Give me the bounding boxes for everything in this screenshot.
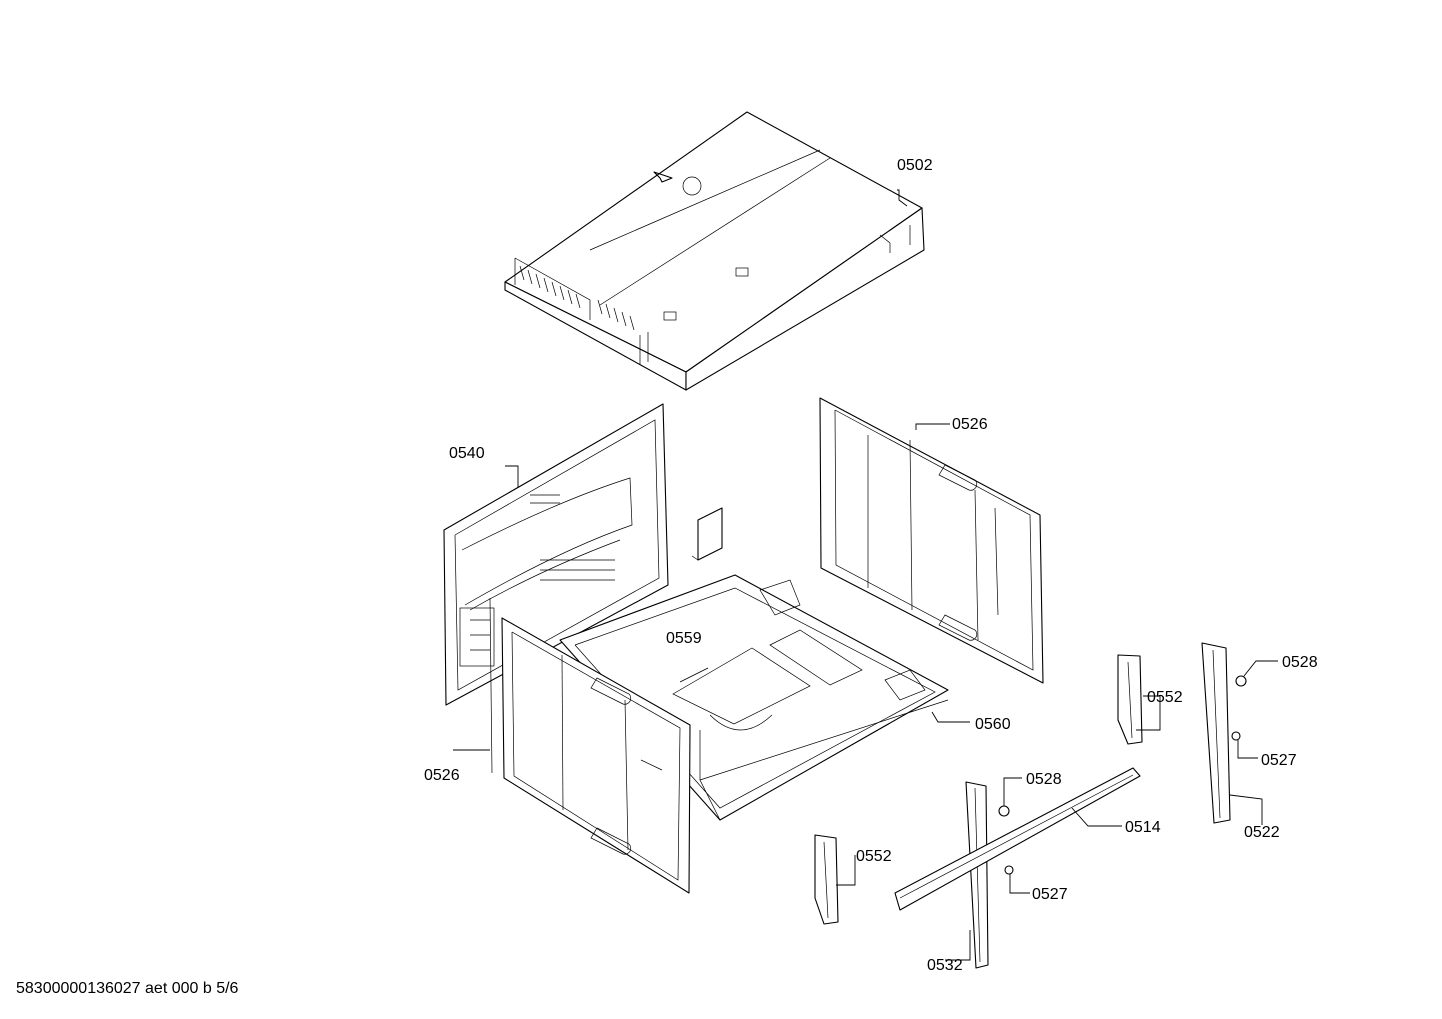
part-side-wall-left [489,597,691,894]
leader-lines [453,189,1278,961]
screw-0527-a [1231,731,1241,741]
label-0527-a: 0527 [1261,752,1297,769]
part-side-wall-right [819,397,1044,684]
label-0502: 0502 [897,157,933,174]
part-small-bracket [691,507,723,561]
label-0552-b: 0552 [856,848,892,865]
part-top-cover [504,111,925,391]
label-0526-left: 0526 [424,767,460,784]
label-0528-a: 0528 [1282,654,1318,671]
vent-slots [519,265,635,331]
part-vertical-rail-front [965,781,989,969]
part-horizontal-rail [894,767,1141,911]
part-hinge-bracket-upper [1117,654,1143,745]
label-0514: 0514 [1125,819,1161,836]
label-0559: 0559 [666,630,702,647]
part-vertical-rail-right [1201,642,1231,824]
label-0540: 0540 [449,445,485,462]
drawing-reference-number: 58300000136027 aet 000 b 5/6 [16,980,239,997]
label-0527-b: 0527 [1032,886,1068,903]
label-0528-b: 0528 [1026,771,1062,788]
label-0532: 0532 [927,957,963,974]
label-0522: 0522 [1244,824,1280,841]
part-hinge-bracket-lower [814,834,839,925]
vent-holes [470,494,615,651]
part-back-wall [443,403,669,706]
label-0526-top: 0526 [952,416,988,433]
label-0560: 0560 [975,716,1011,733]
screw-0528-a [1235,675,1247,687]
label-0552-a: 0552 [1147,689,1183,706]
screw-0527-b [1004,865,1014,875]
screw-0528-b [998,805,1010,817]
